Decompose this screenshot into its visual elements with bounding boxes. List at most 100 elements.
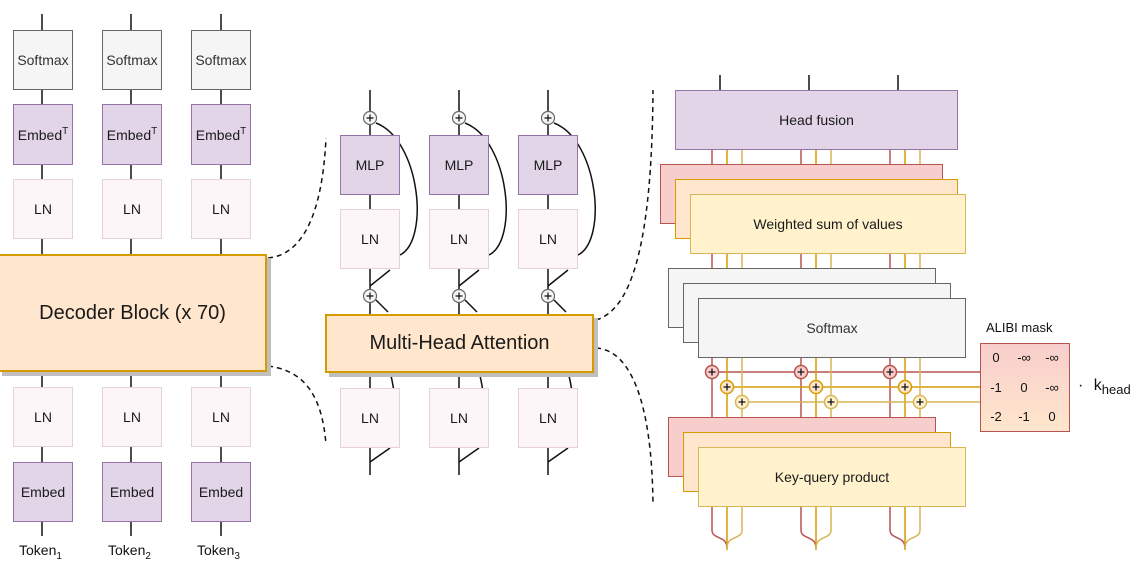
- final-ln-2: LN: [102, 179, 162, 239]
- softmax-label: Softmax: [806, 320, 858, 336]
- decoder-block: Decoder Block (x 70): [0, 254, 267, 372]
- attn-ln-3: LN: [518, 388, 578, 448]
- alibi-cell: 0: [992, 350, 1000, 365]
- unembed-label: EmbedT: [107, 126, 157, 143]
- ln-label: LN: [361, 410, 379, 426]
- transpose-sup: T: [151, 126, 158, 137]
- embed-2: Embed: [102, 462, 162, 522]
- token-text: Token: [108, 542, 146, 558]
- alibi-cell: -1: [1018, 409, 1030, 424]
- unembed-label: EmbedT: [196, 126, 246, 143]
- ln-label: LN: [539, 231, 557, 247]
- ln-label: LN: [450, 410, 468, 426]
- multi-head-attention: Multi-Head Attention: [325, 314, 594, 373]
- input-ln-1: LN: [13, 387, 73, 447]
- mlp-ln-2: LN: [429, 209, 489, 269]
- token-text: Token: [197, 542, 235, 558]
- head-fusion-label: Head fusion: [779, 112, 854, 128]
- ln-label: LN: [123, 409, 141, 425]
- ln-label: LN: [212, 201, 230, 217]
- mlp-label: MLP: [355, 157, 385, 173]
- plus-node-orange: [719, 379, 735, 395]
- mlp-2: MLP: [429, 135, 489, 195]
- plus-node-orange: [808, 379, 824, 395]
- plus-node-yellow: [823, 394, 839, 410]
- token-index: 2: [145, 551, 151, 562]
- token-index: 1: [56, 551, 62, 562]
- alibi-cell: -∞: [1045, 380, 1059, 395]
- head-fusion: Head fusion: [675, 90, 958, 150]
- zoom-dashed-curves: [267, 89, 654, 506]
- embed-text: Embed: [17, 127, 63, 143]
- plus-node-red: [793, 364, 809, 380]
- softmax-label: Softmax: [195, 52, 247, 68]
- embed-text: Embed: [106, 127, 152, 143]
- plus-node: [451, 110, 467, 126]
- ln-label: LN: [34, 201, 52, 217]
- plus-node: [540, 110, 556, 126]
- alibi-cell: -2: [990, 409, 1002, 424]
- mlp-ln-3: LN: [518, 209, 578, 269]
- unembed-3: EmbedT: [191, 104, 251, 165]
- embed-label: Embed: [109, 484, 155, 500]
- head-slope-multiplier: · khead: [1078, 377, 1131, 397]
- transpose-sup: T: [62, 126, 69, 137]
- slope-subscript: head: [1101, 382, 1131, 397]
- alibi-title: ALIBI mask: [986, 320, 1053, 335]
- plus-node-red: [704, 364, 720, 380]
- input-ln-3: LN: [191, 387, 251, 447]
- input-ln-2: LN: [102, 387, 162, 447]
- alibi-mask-matrix: 0 -∞ -∞ -1 0 -∞ -2 -1 0: [980, 343, 1070, 432]
- attn-ln-1: LN: [340, 388, 400, 448]
- plus-node: [362, 288, 378, 304]
- weighted-sum-head-3: Weighted sum of values: [690, 194, 966, 254]
- alibi-cell: -1: [990, 380, 1002, 395]
- embed-label: Embed: [20, 484, 66, 500]
- unembed-1: EmbedT: [13, 104, 73, 165]
- decoder-block-label: Decoder Block (x 70): [39, 301, 226, 324]
- alibi-cell: 0: [1020, 380, 1028, 395]
- token-1: Token1: [19, 542, 62, 562]
- ln-label: LN: [212, 409, 230, 425]
- slope-symbol: k: [1093, 377, 1102, 394]
- final-ln-1: LN: [13, 179, 73, 239]
- unembed-2: EmbedT: [102, 104, 162, 165]
- output-softmax-3: Softmax: [191, 30, 251, 90]
- attention-label: Multi-Head Attention: [369, 332, 550, 354]
- plus-node-orange: [897, 379, 913, 395]
- embed-3: Embed: [191, 462, 251, 522]
- token-3: Token3: [197, 542, 240, 562]
- mlp-label: MLP: [533, 157, 563, 173]
- key-query-label: Key-query product: [774, 469, 890, 485]
- softmax-head-3: Softmax: [698, 298, 966, 358]
- plus-node: [451, 288, 467, 304]
- token-2: Token2: [108, 542, 151, 562]
- token-index: 3: [234, 551, 240, 562]
- weighted-sum-label: Weighted sum of values: [753, 216, 903, 232]
- token-text: Token: [19, 542, 57, 558]
- residual-add-nodes: [362, 110, 556, 304]
- ln-label: LN: [361, 231, 379, 247]
- alibi-cell: -∞: [1017, 350, 1031, 365]
- alibi-add-nodes: [704, 364, 928, 410]
- transpose-sup: T: [240, 126, 247, 137]
- attn-ln-2: LN: [429, 388, 489, 448]
- alibi-cell: -∞: [1045, 350, 1059, 365]
- ln-label: LN: [450, 231, 468, 247]
- final-ln-3: LN: [191, 179, 251, 239]
- plus-node-red: [882, 364, 898, 380]
- head-fusion-outputs: [719, 75, 899, 90]
- key-query-head-3: Key-query product: [698, 447, 966, 507]
- mlp-ln-1: LN: [340, 209, 400, 269]
- dot-operator: ·: [1078, 377, 1084, 394]
- embed-1: Embed: [13, 462, 73, 522]
- mlp-1: MLP: [340, 135, 400, 195]
- mlp-label: MLP: [444, 157, 474, 173]
- plus-node-yellow: [734, 394, 750, 410]
- unembed-label: EmbedT: [18, 126, 68, 143]
- plus-node: [540, 288, 556, 304]
- softmax-label: Softmax: [17, 52, 69, 68]
- output-softmax-2: Softmax: [102, 30, 162, 90]
- mlp-3: MLP: [518, 135, 578, 195]
